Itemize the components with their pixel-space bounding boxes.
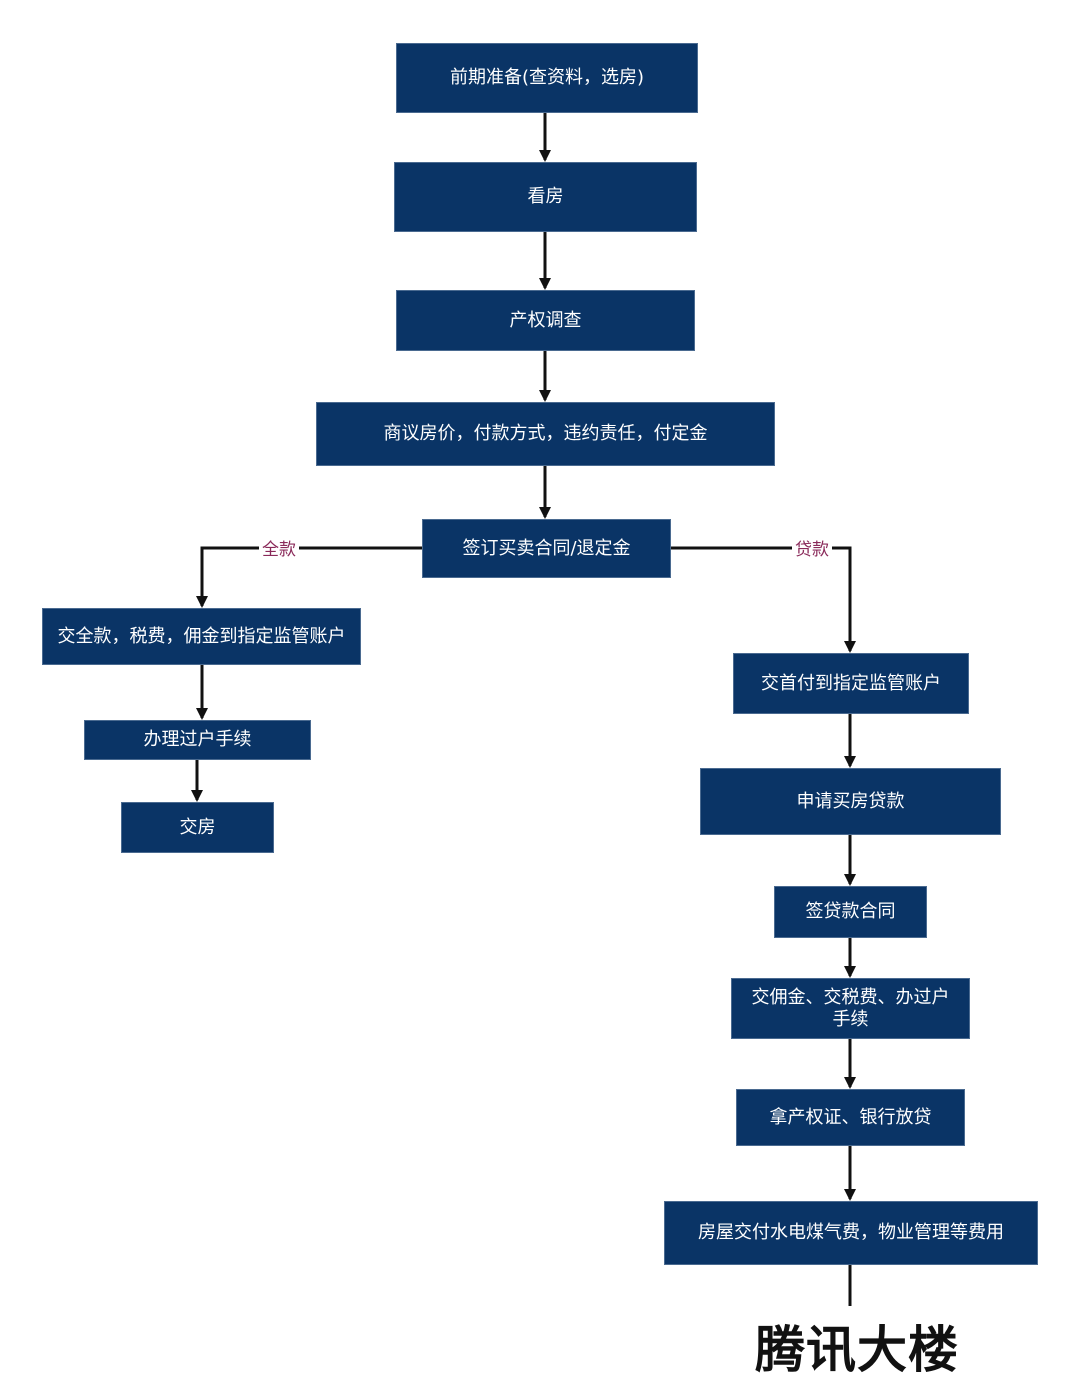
node-viewing: 看房 — [394, 162, 697, 232]
node-label: 产权调查 — [509, 309, 582, 331]
node-label: 看房 — [527, 186, 564, 207]
node-label: 交首付到指定监管账户 — [761, 672, 941, 694]
node-label: 拿产权证、银行放贷 — [769, 1106, 932, 1128]
node-label: 申请买房贷款 — [796, 790, 905, 812]
node-sign-contract: 签订买卖合同/退定金 — [422, 519, 671, 578]
node-full-pay: 交全款，税费，佣金到指定监管账户 — [42, 608, 361, 665]
node-cert-loan: 拿产权证、银行放贷 — [736, 1089, 965, 1146]
node-fees-transfer: 交佣金、交税费、办过户手续 — [731, 978, 970, 1039]
edge-sign-to-full-pay — [196, 546, 422, 608]
node-label: 房屋交付水电煤气费，物业管理等费用 — [698, 1222, 1004, 1243]
node-label: 交佣金、交税费、办过户手续 — [751, 986, 950, 1030]
node-title-check: 产权调查 — [396, 290, 695, 351]
node-label: 签订买卖合同/退定金 — [462, 537, 631, 559]
node-label: 签贷款合同 — [805, 901, 896, 922]
node-loan-contract: 签贷款合同 — [774, 886, 927, 938]
node-down-pay: 交首付到指定监管账户 — [733, 653, 969, 714]
node-handover-fees: 房屋交付水电煤气费，物业管理等费用 — [664, 1201, 1038, 1265]
node-label: 前期准备(查资料，选房) — [449, 67, 645, 88]
watermark-text: 腾讯大楼 — [712, 1306, 1002, 1386]
node-handover: 交房 — [121, 802, 274, 853]
node-prep: 前期准备(查资料，选房) — [396, 43, 698, 113]
edge-label-loan: 贷款 — [792, 540, 832, 560]
node-label: 交房 — [179, 816, 216, 838]
node-label: 商议房价，付款方式，违约责任，付定金 — [383, 423, 708, 444]
node-transfer: 办理过户手续 — [84, 720, 311, 760]
node-label: 办理过户手续 — [143, 729, 252, 750]
node-label: 交全款，税费，佣金到指定监管账户 — [57, 625, 346, 647]
node-negotiate: 商议房价，付款方式，违约责任，付定金 — [316, 402, 775, 466]
node-apply-loan: 申请买房贷款 — [700, 768, 1001, 835]
edge-label-full-payment: 全款 — [259, 540, 299, 560]
edge-sign-to-down-pay — [671, 546, 856, 653]
